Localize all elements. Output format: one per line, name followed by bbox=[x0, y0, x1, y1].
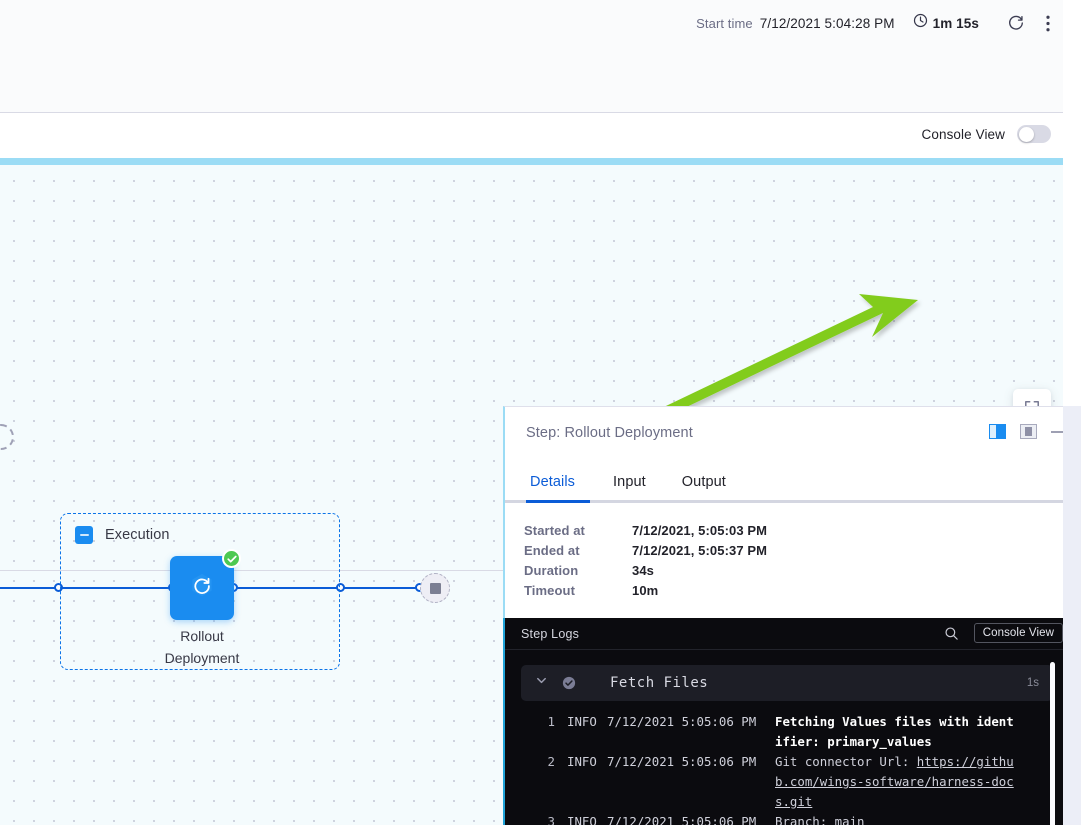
check-circle-icon bbox=[222, 549, 241, 568]
step-logs-header-actions: Console View bbox=[942, 623, 1063, 643]
log-line-time: 7/12/2021 5:05:06 PM bbox=[607, 814, 757, 825]
step-detail-title: Step: Rollout Deployment bbox=[526, 425, 693, 441]
log-scrollbar[interactable] bbox=[1050, 662, 1055, 825]
console-view-control[interactable]: Console View bbox=[921, 125, 1051, 143]
step-detail-header: Step: Rollout Deployment bbox=[505, 407, 1081, 465]
log-section-fetch-files[interactable]: Fetch Files 1s bbox=[521, 665, 1053, 701]
log-line-number: 1 bbox=[547, 714, 555, 729]
step-detail-tabs: Details Input Output bbox=[526, 465, 744, 499]
cyan-accent-bar bbox=[0, 158, 1081, 165]
detail-row-duration: Duration 34s bbox=[524, 560, 767, 580]
check-circle-icon bbox=[562, 676, 576, 690]
log-line-message: Fetching Values files with identifier: p… bbox=[775, 714, 1014, 749]
step-label-line2: Deployment bbox=[164, 650, 240, 666]
right-rail-top-filler bbox=[1063, 0, 1081, 406]
minimize-icon[interactable] bbox=[1051, 430, 1065, 433]
top-status-bar-right: Start time 7/12/2021 5:04:28 PM 1m 15s bbox=[696, 7, 1063, 39]
log-line-time: 7/12/2021 5:05:06 PM bbox=[607, 754, 757, 769]
search-icon[interactable] bbox=[942, 623, 962, 643]
tab-output[interactable]: Output bbox=[681, 474, 726, 490]
detail-value: 7/12/2021, 5:05:03 PM bbox=[632, 522, 768, 538]
detail-key: Started at bbox=[524, 522, 585, 538]
step-details-list: Started at 7/12/2021, 5:05:03 PM Ended a… bbox=[524, 520, 767, 600]
duration-value: 1m 15s bbox=[932, 15, 979, 31]
wire-step-to-end bbox=[232, 587, 424, 589]
step-logs-header: Step Logs Console View bbox=[505, 618, 1081, 650]
toggle-knob bbox=[1018, 126, 1034, 142]
layout-right-panel-icon[interactable] bbox=[989, 424, 1006, 439]
log-line-level: INFO bbox=[567, 714, 597, 729]
detail-key: Duration bbox=[524, 562, 579, 578]
clock-icon bbox=[913, 13, 928, 33]
detail-value: 34s bbox=[632, 562, 654, 578]
layout-bottom-panel-icon[interactable] bbox=[1020, 424, 1037, 439]
canvas-horizontal-divider bbox=[0, 570, 503, 571]
start-time-value: 7/12/2021 5:04:28 PM bbox=[759, 15, 895, 31]
log-line-level: INFO bbox=[567, 814, 597, 825]
execution-group-title: Execution bbox=[105, 527, 170, 543]
detail-row-timeout: Timeout 10m bbox=[524, 580, 767, 600]
stop-square-icon bbox=[429, 582, 441, 594]
tabs-underline bbox=[505, 500, 1081, 503]
log-message-link[interactable]: https://github.com/wings-software/harnes… bbox=[775, 754, 1014, 809]
more-vertical-icon[interactable] bbox=[1033, 8, 1063, 38]
top-status-bar: Start time 7/12/2021 5:04:28 PM 1m 15s bbox=[0, 0, 1081, 113]
pipeline-end-node[interactable] bbox=[420, 573, 450, 603]
console-view-bar: Console View bbox=[0, 114, 1081, 158]
collapse-minus-icon[interactable] bbox=[75, 526, 93, 544]
log-lines[interactable]: 1 INFO 7/12/2021 5:05:06 PM Fetching Val… bbox=[505, 712, 1051, 825]
step-node-rollout-deployment[interactable] bbox=[170, 549, 241, 620]
log-line-message: Branch: main bbox=[775, 814, 865, 825]
log-line: 2 INFO 7/12/2021 5:05:06 PM Git connecto… bbox=[505, 752, 1051, 812]
wire-in bbox=[0, 587, 62, 589]
console-view-toggle[interactable] bbox=[1017, 125, 1051, 143]
log-line: 1 INFO 7/12/2021 5:05:06 PM Fetching Val… bbox=[505, 712, 1051, 752]
step-node-label: Rollout Deployment bbox=[138, 625, 266, 669]
active-tab-indicator bbox=[526, 500, 590, 503]
log-line-number: 3 bbox=[547, 814, 555, 825]
wire-dot-group-end bbox=[336, 583, 345, 592]
detail-row-started-at: Started at 7/12/2021, 5:05:03 PM bbox=[524, 520, 767, 540]
tab-input[interactable]: Input bbox=[613, 474, 646, 490]
step-detail-header-icons bbox=[989, 424, 1065, 439]
detail-value: 10m bbox=[632, 582, 659, 598]
log-line: 3 INFO 7/12/2021 5:05:06 PM Branch: main bbox=[505, 812, 1051, 825]
execution-group-header: Execution bbox=[75, 526, 170, 544]
wire-group-to-step bbox=[62, 587, 174, 589]
expand-icon bbox=[1013, 389, 1051, 427]
log-line-time: 7/12/2021 5:05:06 PM bbox=[607, 714, 757, 729]
start-time-label: Start time bbox=[696, 15, 753, 31]
log-line-number: 2 bbox=[547, 754, 555, 769]
log-line-level: INFO bbox=[567, 754, 597, 769]
detail-key: Timeout bbox=[524, 582, 576, 598]
step-logs-title: Step Logs bbox=[521, 626, 580, 641]
console-view-label: Console View bbox=[921, 126, 1005, 142]
step-label-line1: Rollout bbox=[180, 628, 224, 644]
console-view-button[interactable]: Console View bbox=[973, 623, 1063, 643]
execution-group-box[interactable]: Execution bbox=[60, 513, 340, 670]
detail-row-ended-at: Ended at 7/12/2021, 5:05:37 PM bbox=[524, 540, 767, 560]
log-section-name: Fetch Files bbox=[610, 675, 709, 691]
detail-key: Ended at bbox=[524, 542, 580, 558]
duration-group: 1m 15s bbox=[913, 13, 979, 33]
log-section-duration: 1s bbox=[1026, 677, 1039, 689]
detail-value: 7/12/2021, 5:05:37 PM bbox=[632, 542, 768, 558]
rollout-deployment-icon bbox=[185, 569, 219, 608]
chevron-down-icon[interactable] bbox=[535, 674, 548, 692]
wire-dot-group-start bbox=[54, 583, 63, 592]
tab-details[interactable]: Details bbox=[530, 474, 576, 490]
right-scroll-rail[interactable] bbox=[1063, 406, 1081, 825]
step-logs-panel: Step Logs Console View Fetch Files 1s 1 … bbox=[503, 618, 1081, 825]
log-line-message: Git connector Url: https://github.com/wi… bbox=[775, 752, 1017, 812]
log-message-prefix: Git connector Url: bbox=[775, 754, 917, 769]
refresh-icon[interactable] bbox=[1001, 8, 1031, 38]
